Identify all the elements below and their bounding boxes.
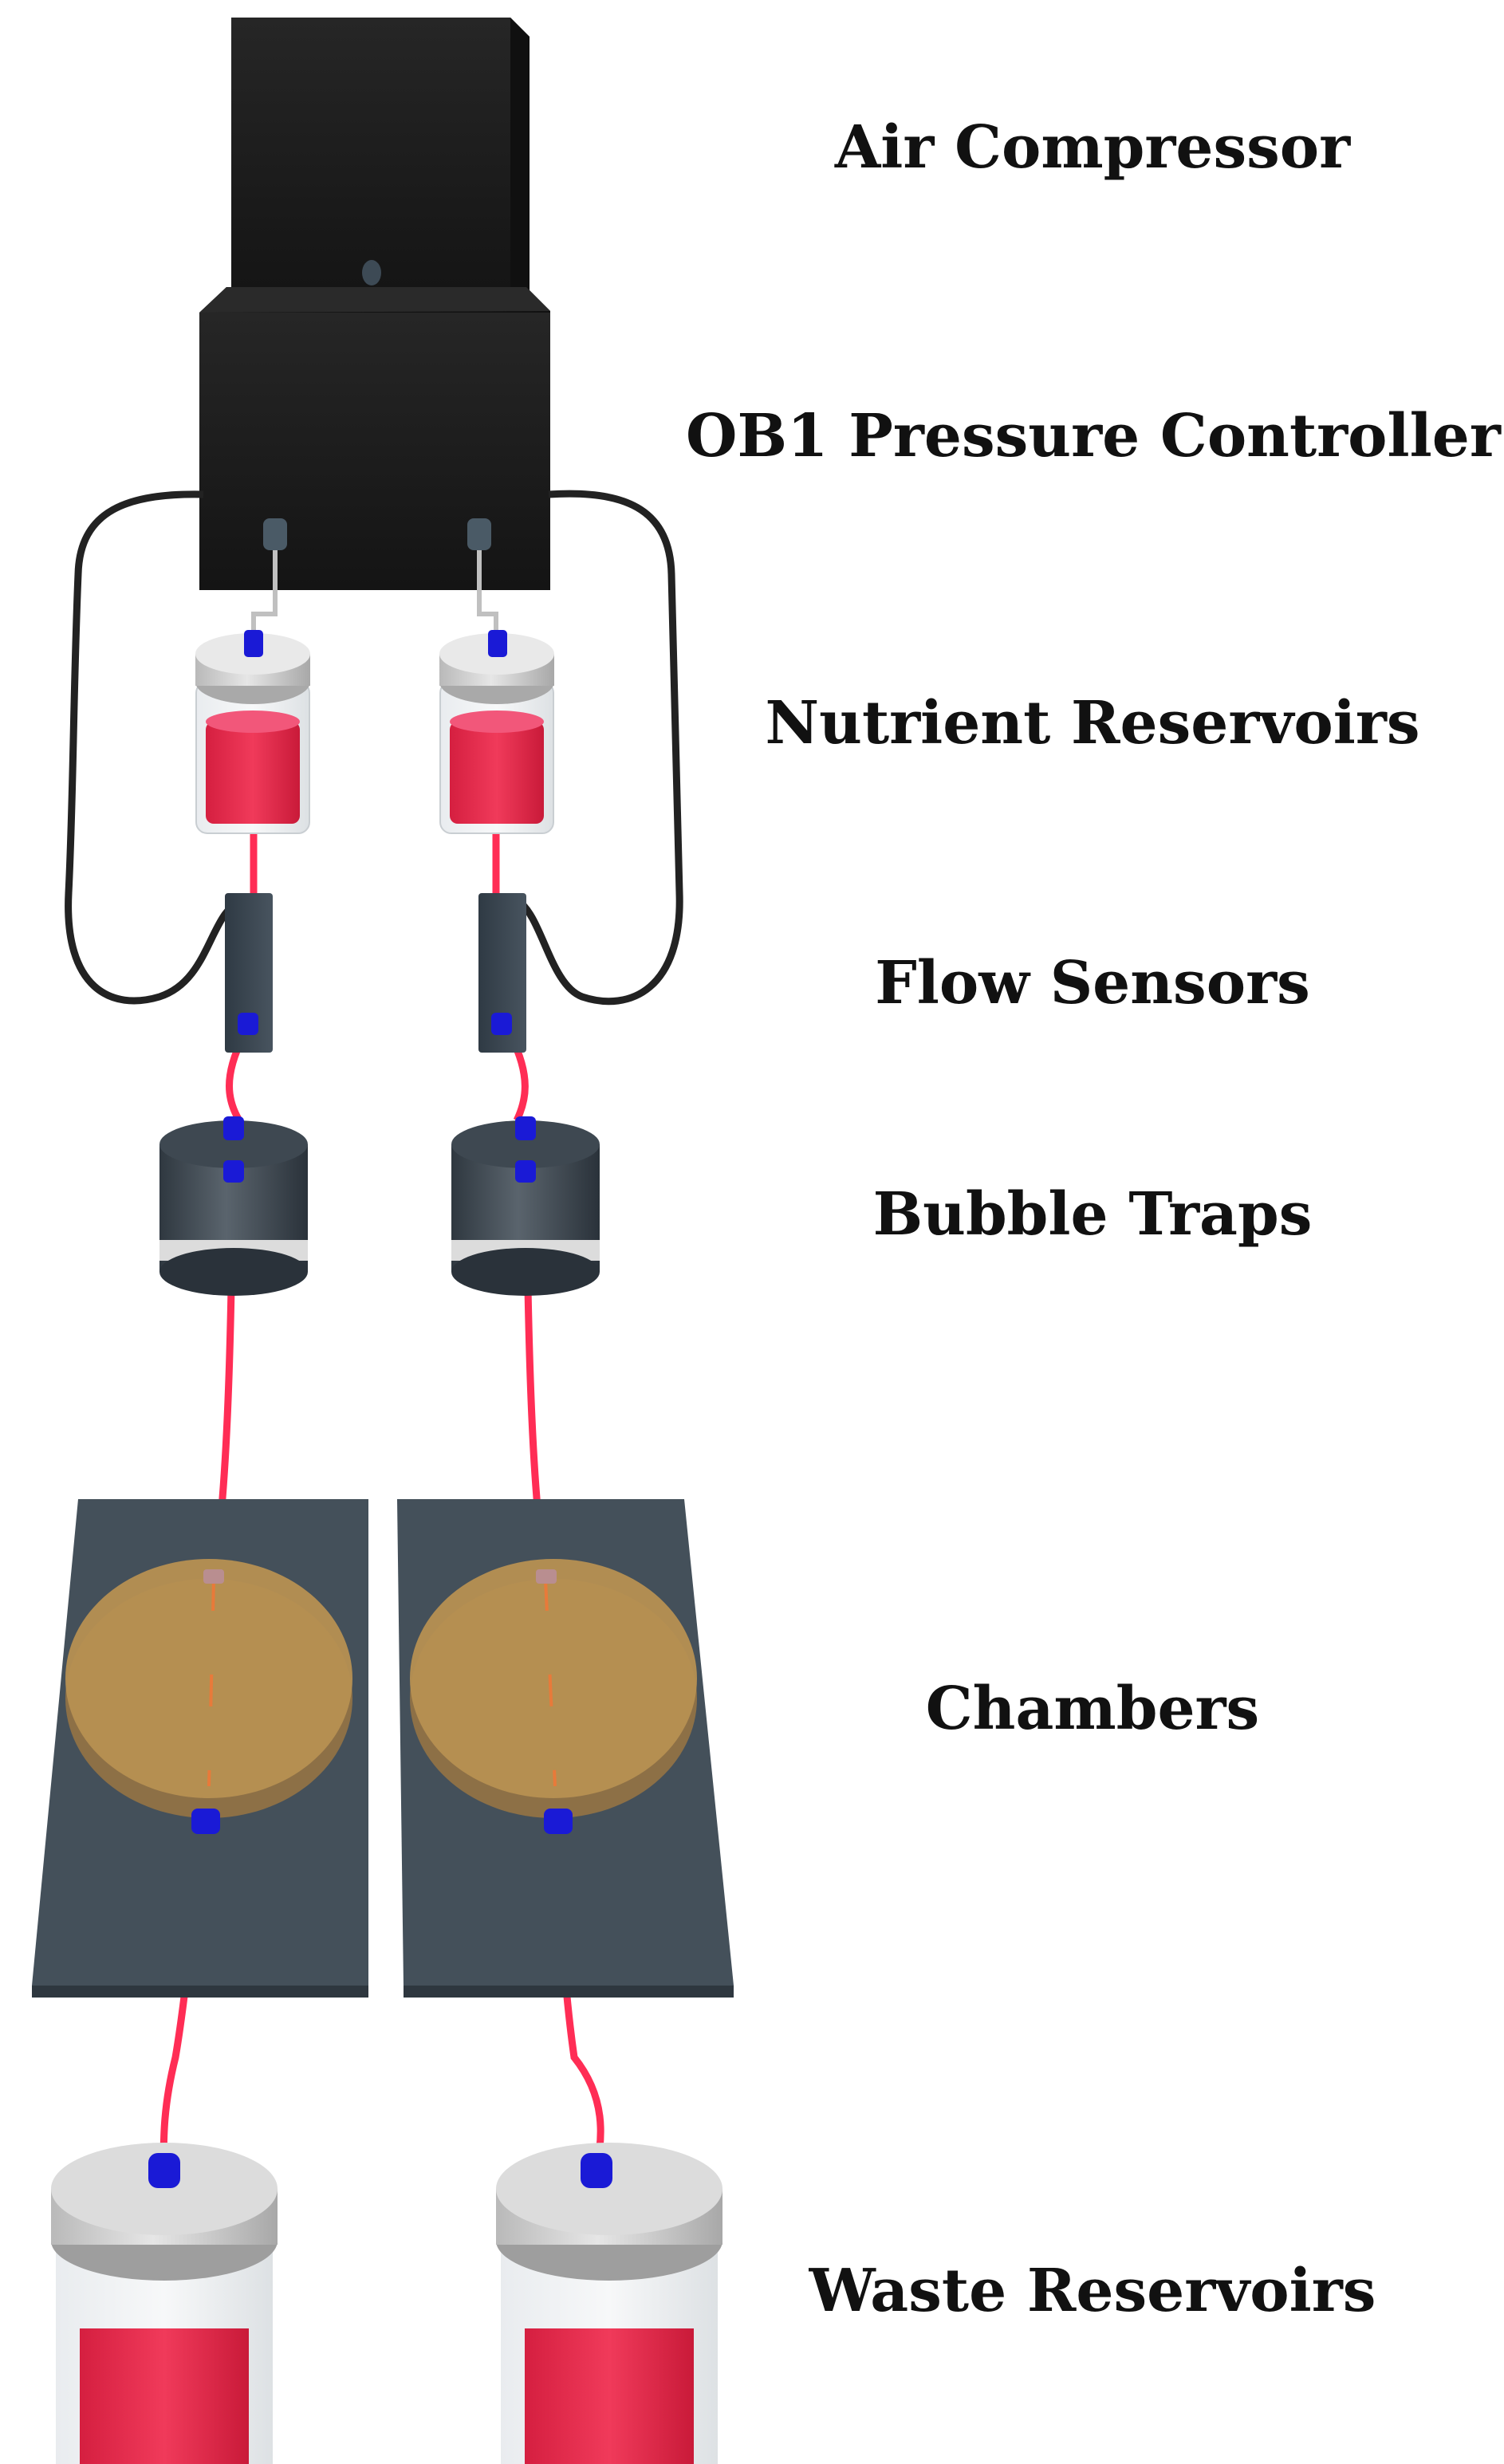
flow-sensor-right xyxy=(478,893,526,1053)
label-bubble-traps: Bubble Traps xyxy=(872,1180,1313,1249)
waste-reservoir-right xyxy=(496,2143,722,2464)
flow-sensor-left xyxy=(225,893,273,1053)
nutrient-reservoir-left xyxy=(195,630,310,834)
pressure-controller-box xyxy=(199,287,550,630)
black-tube-left xyxy=(65,490,267,1005)
chamber-left xyxy=(32,1499,368,1998)
air-compressor-box xyxy=(231,18,530,303)
label-chambers: Chambers xyxy=(925,1675,1260,1743)
waste-reservoir-left xyxy=(51,2143,278,2464)
label-waste-reservoirs: Waste Reservoirs xyxy=(809,2257,1376,2325)
bubble-trap-right xyxy=(451,1116,600,1296)
label-pressure-controller: OB1 Pressure Controller xyxy=(686,402,1501,470)
black-tube-right xyxy=(490,490,683,1006)
bubble-trap-left xyxy=(159,1116,308,1296)
label-nutrient-reservoirs: Nutrient Reservoirs xyxy=(765,689,1420,758)
chamber-right xyxy=(397,1499,734,1998)
nutrient-reservoir-right xyxy=(439,630,554,834)
label-air-compressor: Air Compressor xyxy=(834,113,1351,182)
label-flow-sensors: Flow Sensors xyxy=(875,949,1310,1017)
